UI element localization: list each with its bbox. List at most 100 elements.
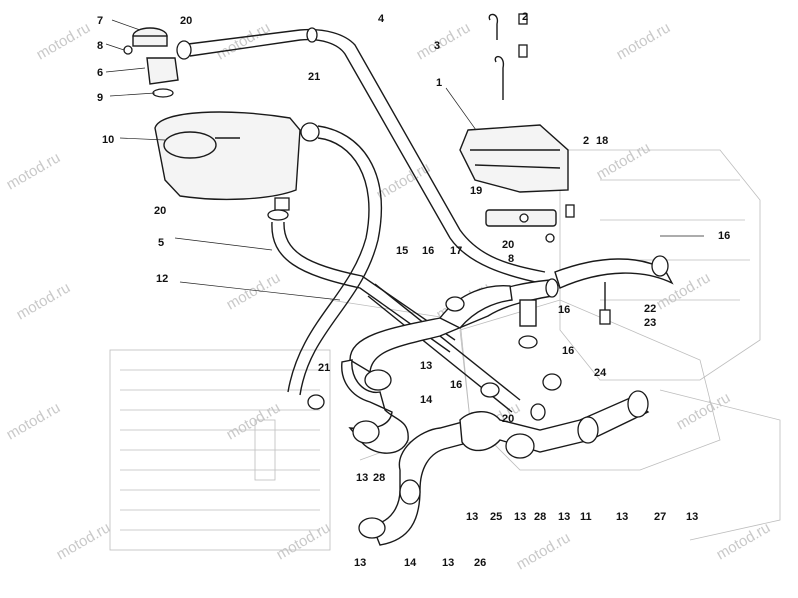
hose-4-joint: [306, 27, 318, 43]
filler-seal: [152, 88, 174, 98]
watermark: motod.ru: [514, 529, 574, 573]
hose-22: [554, 258, 674, 289]
callout-1: 1: [436, 77, 442, 89]
callout-17: 17: [450, 245, 462, 257]
callout-20: 20: [180, 15, 192, 27]
callout-16-top: 16: [422, 245, 434, 257]
filler-neck: [146, 57, 179, 85]
callout-22: 22: [644, 303, 656, 315]
callout-18: 18: [596, 135, 608, 147]
callout-13-row-3: 13: [558, 511, 570, 523]
tank-level-window: [163, 131, 217, 159]
callout-13-bottom-2: 13: [442, 557, 454, 569]
radiator-outline: [109, 349, 331, 551]
watermark: motod.ru: [214, 19, 274, 63]
callout-13-left: 13: [356, 472, 368, 484]
watermark-layer: motod.ru motod.ru motod.ru motod.ru moto…: [4, 19, 774, 573]
callout-16-lower: 16: [450, 379, 462, 391]
engine-block-outline: [559, 149, 761, 381]
breather-pipe-top: [488, 13, 499, 40]
callout-10: 10: [102, 134, 114, 146]
callout-6: 6: [97, 67, 103, 79]
callout-21: 21: [308, 71, 320, 83]
heat-shield-bracket: [459, 13, 575, 243]
tank-outlet-clamp: [267, 209, 289, 221]
clamp-21-bottom: [307, 394, 325, 410]
callout-13-row-4: 13: [616, 511, 628, 523]
clamp-13-b: [352, 420, 380, 444]
clamp-13-bottom: [358, 517, 386, 539]
hose-4-inner: [189, 38, 546, 285]
hose-4-outer: [187, 28, 546, 273]
callout-16-mid: 16: [558, 304, 570, 316]
cap-screw: [123, 45, 133, 55]
callout-2: 2: [522, 11, 528, 23]
leader-lines: [105, 19, 704, 301]
tank-cap-body: [132, 35, 168, 47]
callout-5: 5: [158, 237, 164, 249]
watermark: motod.ru: [54, 519, 114, 563]
clamp-21-top: [300, 122, 320, 142]
callout-25: 25: [490, 511, 502, 523]
expansion-tank-assembly: [123, 27, 301, 221]
clamp-27: [627, 390, 649, 418]
clamp-20-center: [530, 403, 546, 421]
callout-13-upper: 13: [420, 360, 432, 372]
callout-8-plate: 8: [508, 253, 514, 265]
watermark: motod.ru: [34, 19, 94, 63]
callout-4: 4: [378, 13, 385, 25]
callout-24: 24: [594, 367, 607, 379]
clamp-20-top: [176, 40, 192, 60]
clamp-28: [399, 479, 421, 505]
hose-23-fitting: [599, 309, 611, 325]
callout-15: 15: [396, 245, 408, 257]
callout-28-left: 28: [373, 472, 385, 484]
hose-12-upper: [374, 283, 521, 401]
callout-2-right: 2: [583, 135, 589, 147]
callout-3: 3: [434, 40, 440, 52]
watermark: motod.ru: [224, 399, 284, 443]
hose-5-outer: [271, 221, 451, 353]
hose-5-inner: [283, 221, 456, 341]
clamp-13-a: [364, 369, 392, 391]
callout-19: 19: [470, 185, 482, 197]
watermark: motod.ru: [714, 519, 774, 563]
corrugated-hose-11: [459, 397, 650, 453]
callout-12: 12: [156, 273, 168, 285]
watermark: motod.ru: [224, 269, 284, 313]
watermark: motod.ru: [614, 19, 674, 63]
callout-14-upper: 14: [420, 394, 433, 406]
clamp-16-center: [480, 382, 500, 398]
tank-outlet: [274, 197, 290, 211]
callout-9: 9: [97, 92, 103, 104]
clamp-16-upper: [445, 296, 465, 312]
callout-13-row-5: 13: [686, 511, 698, 523]
callout-13-row-1: 13: [466, 511, 478, 523]
callout-7: 7: [97, 15, 103, 27]
callout-20-plate: 20: [502, 239, 514, 251]
callout-27: 27: [654, 511, 666, 523]
clamp-16-lower: [518, 335, 538, 349]
callout-labels: 7 20 4 2 8 3 6 21 9 1 10 2 18 19 20 20 8…: [97, 11, 730, 569]
callout-23: 23: [644, 317, 656, 329]
callout-13-bottom-1: 13: [354, 557, 366, 569]
hose-16-stub: [519, 299, 537, 327]
callout-16-right: 16: [718, 230, 730, 242]
hose-21-outer: [299, 125, 383, 396]
callout-13-row-2: 13: [514, 511, 526, 523]
heat-shield: [459, 124, 569, 193]
callout-21-lower: 21: [318, 362, 330, 374]
callout-11: 11: [580, 511, 592, 523]
clamp-24: [542, 373, 562, 391]
clamp-16-mid: [545, 278, 559, 298]
watermark: motod.ru: [274, 519, 334, 563]
engine-background: [109, 149, 781, 551]
callout-20-tank: 20: [154, 205, 166, 217]
clamp-13-right: [577, 416, 599, 444]
callout-8: 8: [97, 40, 103, 52]
breather-pipe: [494, 55, 505, 100]
clamp-16-right: [651, 255, 669, 277]
callout-26: 26: [474, 557, 486, 569]
watermark: motod.ru: [414, 19, 474, 63]
callout-20-lower: 20: [502, 413, 514, 425]
